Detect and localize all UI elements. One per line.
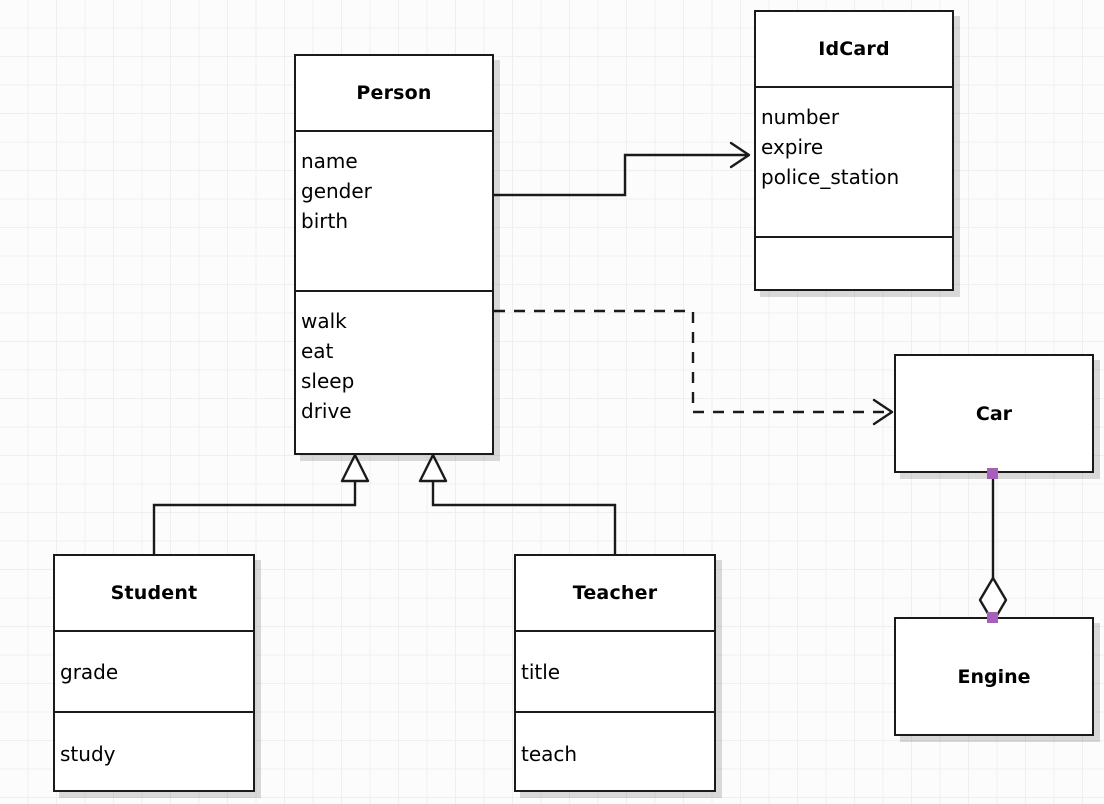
attribute-item: name (301, 149, 358, 173)
class-box-student[interactable]: Student grade study (53, 554, 255, 792)
method-item: study (60, 741, 116, 766)
class-name-label: Person (356, 82, 432, 104)
attribute-item: title (521, 659, 561, 684)
class-name-teacher: Teacher (516, 556, 714, 632)
methods-idcard (756, 238, 952, 289)
method-item: drive (301, 399, 352, 423)
class-box-engine[interactable]: Engine (894, 617, 1094, 736)
class-name-person: Person (296, 56, 492, 132)
connection-handle-car[interactable] (987, 468, 998, 479)
class-box-teacher[interactable]: Teacher title teach (514, 554, 716, 792)
edge-person-idcard[interactable] (494, 141, 751, 197)
class-box-idcard[interactable]: IdCard number expire police_station (754, 10, 954, 291)
edge-person-car[interactable] (494, 309, 894, 426)
attribute-item: grade (60, 659, 119, 684)
attributes-teacher: title (516, 632, 714, 713)
attribute-item: expire (761, 135, 824, 159)
attribute-item: birth (301, 209, 348, 233)
attributes-student: grade (55, 632, 253, 713)
class-name-idcard: IdCard (756, 12, 952, 88)
edge-student-person[interactable] (152, 453, 370, 554)
class-name-label: IdCard (818, 38, 890, 60)
edge-car-engine[interactable] (978, 473, 1008, 624)
methods-person: walk eat sleep drive (296, 292, 492, 453)
attribute-item: gender (301, 179, 372, 203)
method-item: teach (521, 741, 578, 766)
class-name-label: Car (975, 402, 1013, 425)
class-box-car[interactable]: Car (894, 354, 1094, 473)
class-name-student: Student (55, 556, 253, 632)
attributes-person: name gender birth (296, 132, 492, 292)
method-item: sleep (301, 369, 355, 393)
edge-teacher-person[interactable] (418, 453, 617, 554)
method-item: walk (301, 309, 347, 333)
methods-student: study (55, 713, 253, 794)
class-name-label: Student (110, 582, 198, 604)
connection-handle-engine[interactable] (987, 612, 998, 623)
attributes-idcard: number expire police_station (756, 88, 952, 238)
method-item: eat (301, 339, 334, 363)
class-box-person[interactable]: Person name gender birth walk eat sleep … (294, 54, 494, 455)
class-name-label: Engine (957, 665, 1031, 688)
attribute-item: number (761, 105, 840, 129)
attribute-item: police_station (761, 165, 900, 189)
methods-teacher: teach (516, 713, 714, 794)
class-name-label: Teacher (572, 582, 658, 604)
